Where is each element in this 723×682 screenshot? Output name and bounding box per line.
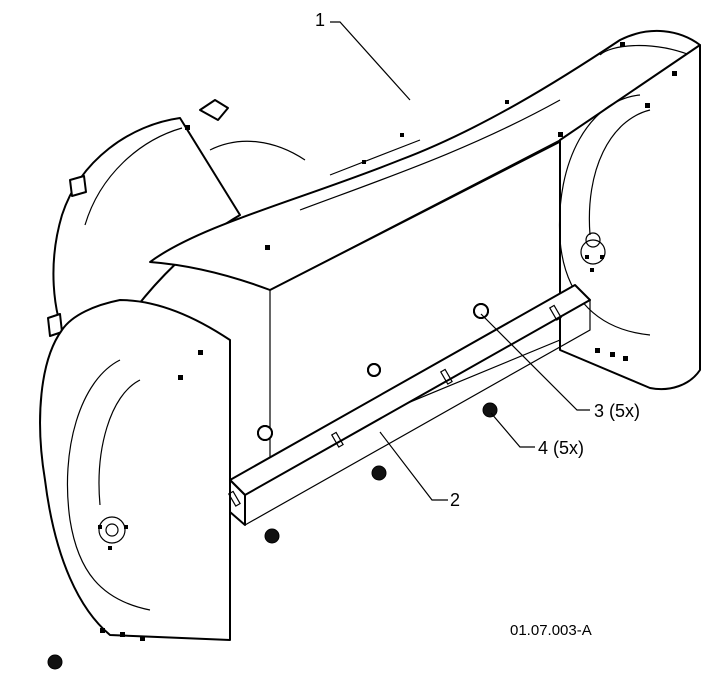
figure-reference-code: 01.07.003-A [510, 622, 592, 639]
carriage-bolt [473, 303, 489, 319]
callout-4: 4 (5x) [538, 438, 584, 458]
lock-nut [264, 528, 280, 544]
lock-nut [371, 465, 387, 481]
lock-nuts [47, 402, 498, 670]
callout-2: 2 [450, 490, 460, 510]
lock-nut [47, 654, 63, 670]
scraper-bar [227, 284, 591, 526]
callout-1: 1 [315, 10, 325, 30]
lock-nut [482, 402, 498, 418]
auger-housing [149, 29, 701, 291]
carriage-bolt [367, 363, 381, 377]
leader-line-1 [330, 21, 411, 101]
carriage-bolt [257, 425, 273, 441]
callout-labels: 1 2 3 (5x) 4 (5x) [315, 10, 640, 510]
leader-line-4 [490, 412, 535, 448]
callout-3: 3 (5x) [594, 401, 640, 421]
leader-lines [330, 21, 590, 501]
left-side-panel [39, 299, 231, 641]
leader-line-3 [480, 313, 590, 411]
carriage-bolts [257, 303, 489, 441]
leader-line-2 [379, 431, 448, 501]
